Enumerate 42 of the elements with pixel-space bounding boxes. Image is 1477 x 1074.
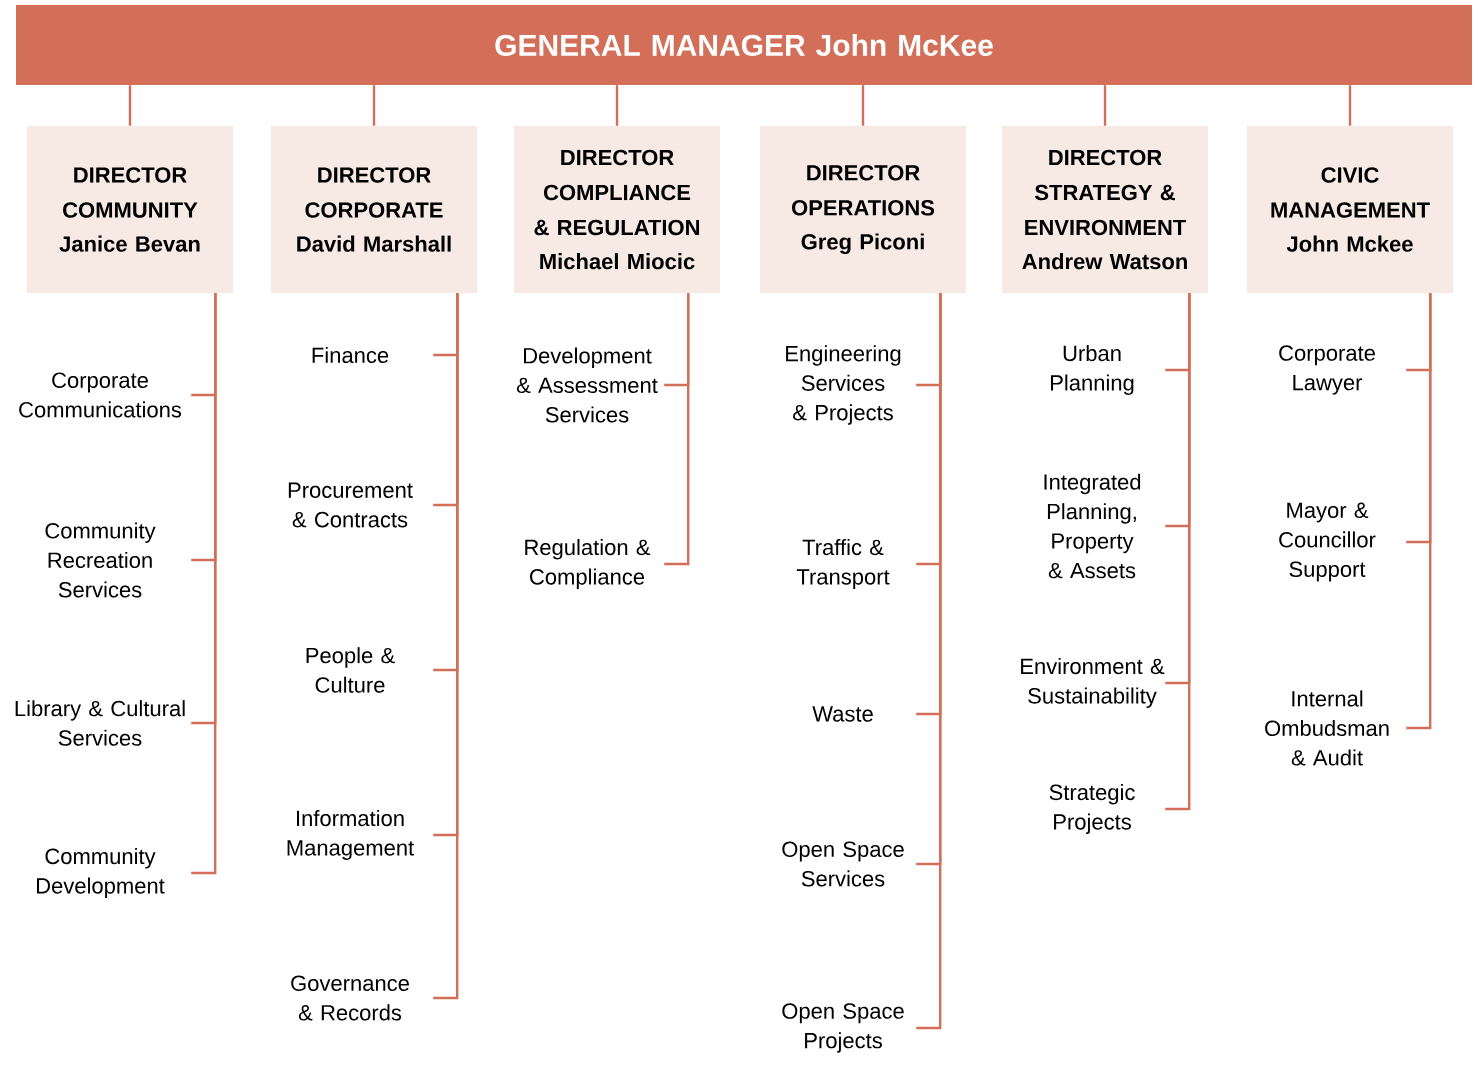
department-label: Corporate Lawyer xyxy=(1279,345,1375,395)
department-label: Governance & Records xyxy=(291,975,409,1021)
connector-line xyxy=(916,293,942,1030)
connector-line xyxy=(1406,293,1432,730)
department-label: Information Management xyxy=(287,810,415,860)
connector-line xyxy=(861,85,865,126)
department-label: Open Space Projects xyxy=(782,1003,904,1053)
department-label: Internal Ombudsman & Audit xyxy=(1265,690,1389,766)
department-label: Urban Planning xyxy=(1051,345,1134,395)
department-label: Development & Assessment Services xyxy=(516,347,658,423)
department-label: Community Recreation Services xyxy=(45,522,156,598)
department-label: Library & Cultural Services xyxy=(15,700,185,746)
department-label: Corporate Communications xyxy=(19,372,182,418)
department-label: Regulation & Compliance xyxy=(525,539,651,589)
department-label: People & Culture xyxy=(306,647,395,693)
director-box: CIVIC MANAGEMENT John Mckee xyxy=(1247,126,1453,293)
header-bar: GENERAL MANAGER John McKee xyxy=(16,5,1472,85)
connector-line xyxy=(433,293,459,1000)
department-label: Engineering Services & Projects xyxy=(786,345,901,425)
department-label: Mayor & Councillor Support xyxy=(1279,502,1376,582)
connector-line xyxy=(372,85,376,126)
director-box: DIRECTOR COMMUNITY Janice Bevan xyxy=(27,126,233,293)
connector-line xyxy=(615,85,619,126)
director-box: DIRECTOR OPERATIONS Greg Piconi xyxy=(760,126,966,293)
connector-line xyxy=(664,293,690,566)
connector-line xyxy=(1165,293,1191,811)
department-label: Traffic & Transport xyxy=(796,539,890,589)
department-label: Open Space Services xyxy=(782,841,904,887)
department-label: Integrated Planning, Property & Assets xyxy=(1044,473,1141,579)
department-label: Environment & Sustainability xyxy=(1021,658,1165,708)
department-label: Community Development xyxy=(37,848,165,898)
department-label: Strategic Projects xyxy=(1049,784,1135,834)
director-box: DIRECTOR STRATEGY & ENVIRONMENT Andrew Watson xyxy=(1002,126,1208,293)
director-box: DIRECTOR COMPLIANCE & REGULATION Michael Miocic xyxy=(514,126,720,293)
department-label: Waste xyxy=(812,706,873,722)
connector-line xyxy=(128,85,132,126)
connector-line xyxy=(191,293,217,875)
connector-line xyxy=(1348,85,1352,126)
department-label: Procurement & Contracts xyxy=(288,482,413,528)
director-box: DIRECTOR CORPORATE David Marshall xyxy=(271,126,477,293)
connector-line xyxy=(1103,85,1107,126)
department-label: Finance xyxy=(312,346,389,364)
